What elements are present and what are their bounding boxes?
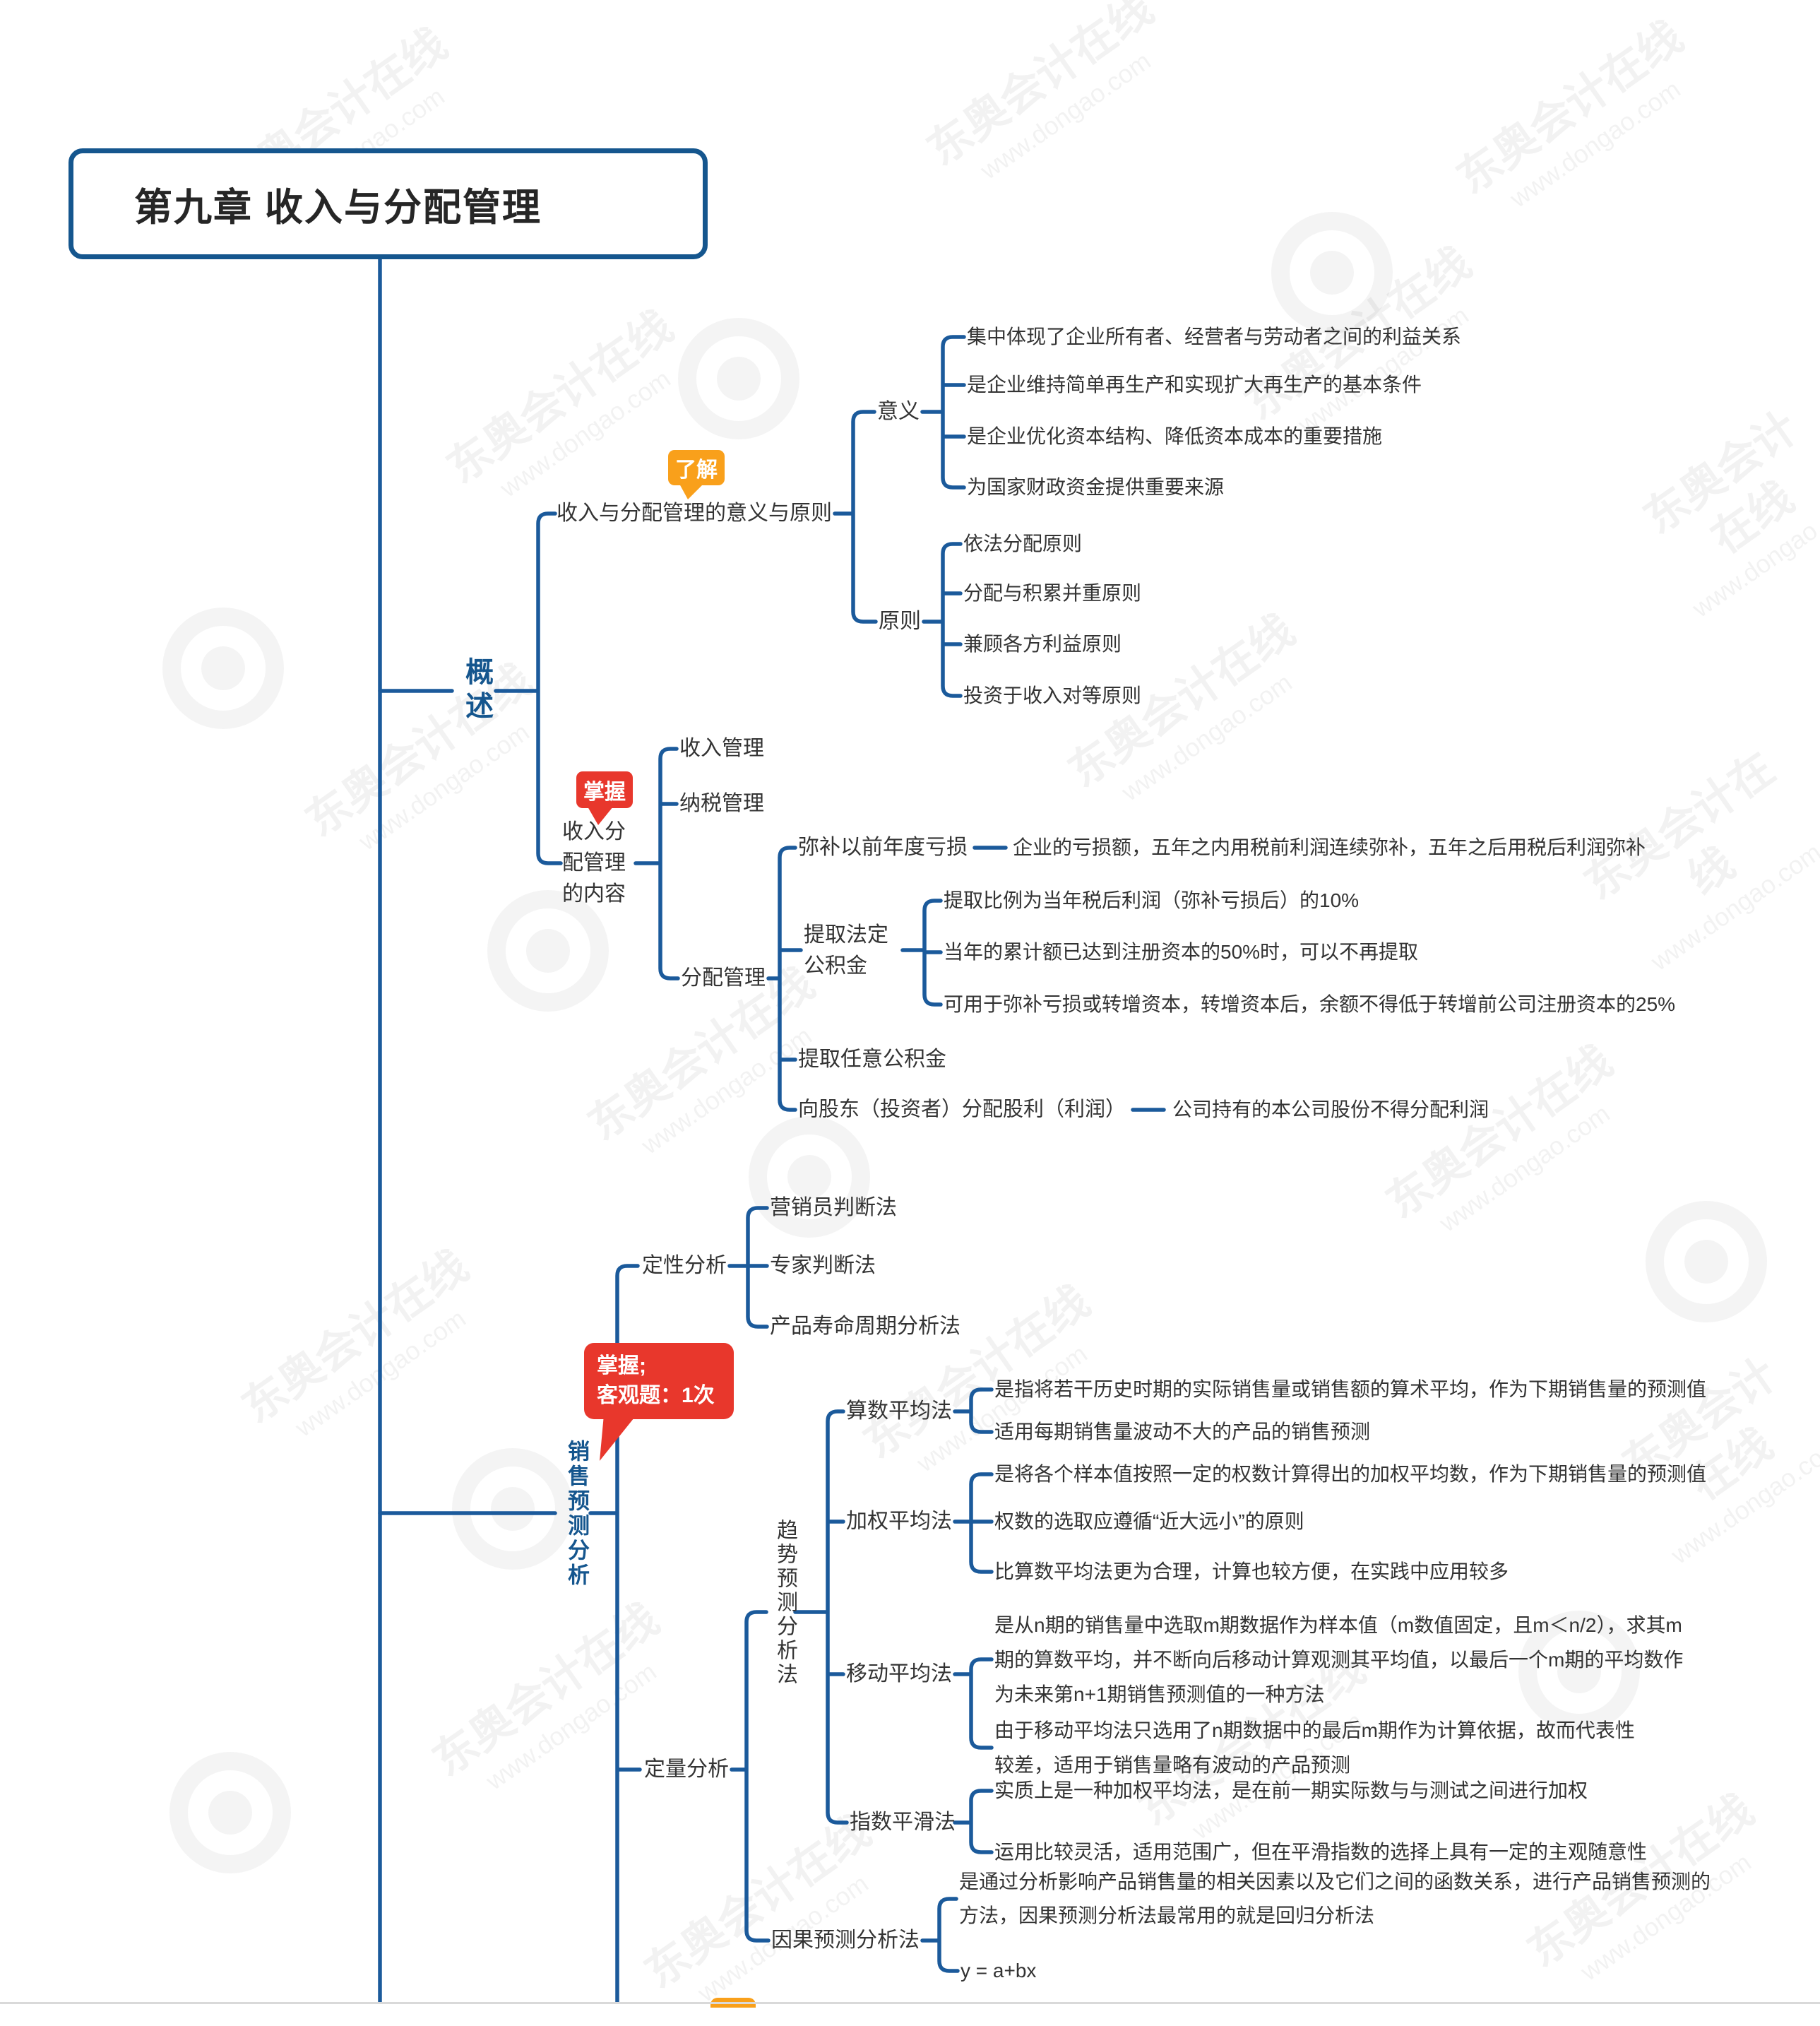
page-edge bbox=[0, 2002, 1820, 2004]
badge-sales-line2: 客观题：1次 bbox=[597, 1384, 715, 1407]
node-arithmetic-avg[interactable]: 算数平均法 bbox=[846, 1399, 952, 1423]
leaf-smoothing-1: 实质上是一种加权平均法，是在前一期实际数与与测试之间进行加权 bbox=[994, 1779, 1588, 1802]
leaf-meaning-4: 为国家财政资金提供重要来源 bbox=[967, 476, 1225, 499]
node-weighted-avg[interactable]: 加权平均法 bbox=[846, 1510, 952, 1533]
node-trend-analysis[interactable]: 趋势预测分析法 bbox=[773, 1519, 797, 1687]
branch-sales-forecast[interactable]: 销售预测分析 bbox=[564, 1440, 589, 1588]
leaf-qualitative-2: 专家判断法 bbox=[770, 1254, 876, 1277]
leaf-statutory-1: 提取比例为当年税后利润（弥补亏损后）的10% bbox=[944, 889, 1360, 912]
connector-smoothing-bracket bbox=[953, 1789, 994, 1854]
node-tax-mgmt[interactable]: 纳税管理 bbox=[679, 792, 764, 815]
chapter-title-box: 第九章 收入与分配管理 bbox=[69, 148, 708, 259]
leaf-principle-3: 兼顾各方利益原则 bbox=[963, 633, 1122, 656]
connector-content-bracket bbox=[634, 747, 680, 981]
badge-zhangwo: 掌握 bbox=[576, 771, 633, 808]
node-statutory-reserve[interactable]: 提取法定公积金 bbox=[804, 923, 888, 978]
connector-arithmetic-bracket bbox=[953, 1387, 994, 1434]
connector-overview-bracket bbox=[494, 511, 563, 865]
leaf-smoothing-2: 运用比较灵活，适用范围广，但在平滑指数的选择上具有一定的主观随意性 bbox=[994, 1841, 1648, 1864]
badge-sales-line1: 掌握; bbox=[597, 1354, 646, 1378]
leaf-principle-1: 依法分配原则 bbox=[963, 533, 1083, 555]
connector-meaning-items bbox=[920, 335, 966, 490]
connector-causal-bracket bbox=[920, 1897, 960, 1973]
node-content[interactable]: 收入分配管理的内容 bbox=[562, 820, 626, 906]
node-principle[interactable]: 原则 bbox=[879, 610, 921, 633]
leaf-statutory-2: 当年的累计额已达到注册资本的50%时，可以不再提取 bbox=[944, 941, 1419, 964]
leaf-meaning-2: 是企业维持简单再生产和实现扩大再生产的基本条件 bbox=[967, 374, 1422, 396]
badge-sales: 掌握; 客观题：1次 bbox=[584, 1343, 734, 1419]
leaf-meaning-1: 集中体现了企业所有者、经营者与劳动者之间的利益关系 bbox=[967, 326, 1462, 348]
connector-weighted-bracket bbox=[953, 1472, 994, 1574]
leaf-arithmetic-1: 是指将若干历史时期的实际销售量或销售额的算术平均，作为下期销售量的预测值 bbox=[994, 1378, 1707, 1401]
badge-liaojie: 了解 bbox=[668, 450, 725, 485]
node-causal-analysis[interactable]: 因果预测分析法 bbox=[771, 1929, 920, 1952]
badge-tail-zhangwo bbox=[588, 807, 613, 825]
leaf-qualitative-1: 营销员判断法 bbox=[770, 1196, 897, 1219]
connector-distribution-bracket bbox=[766, 846, 803, 1112]
leaf-arithmetic-2: 适用每期销售量波动不大的产品的销售预测 bbox=[994, 1421, 1371, 1443]
leaf-statutory-3: 可用于弥补亏损或转增资本，转增资本后，余额不得低于转增前公司注册资本的25% bbox=[944, 993, 1676, 1016]
badge-tail-liaojie bbox=[679, 484, 703, 499]
chapter-title: 第九章 收入与分配管理 bbox=[134, 186, 542, 229]
leaf-weighted-1: 是将各个样本值按照一定的权数计算得出的加权平均数，作为下期销售量的预测值 bbox=[994, 1463, 1707, 1486]
leaf-moving-1: 是从n期的销售量中选取m期数据作为样本值（m数值固定，且m＜n/2），求其m期的… bbox=[994, 1614, 1684, 1705]
connector-principle-items bbox=[922, 542, 963, 698]
leaf-principle-4: 投资于收入对等原则 bbox=[963, 685, 1142, 707]
badge-tail-sales bbox=[600, 1407, 643, 1461]
node-meaning-principle[interactable]: 收入与分配管理的意义与原则 bbox=[557, 502, 832, 525]
leaf-qualitative-3: 产品寿命周期分析法 bbox=[770, 1315, 960, 1338]
node-exp-smoothing[interactable]: 指数平滑法 bbox=[850, 1811, 956, 1834]
leaf-causal-desc: 是通过分析影响产品销售量的相关因素以及它们之间的函数关系，进行产品销售预测的方法… bbox=[959, 1871, 1711, 1926]
node-makeup-loss[interactable]: 弥补以前年度亏损 bbox=[798, 836, 968, 859]
branch-overview[interactable]: 概述 bbox=[461, 657, 492, 725]
node-moving-avg[interactable]: 移动平均法 bbox=[846, 1662, 952, 1686]
leaf-dividend-desc: 公司持有的本公司股份不得分配利润 bbox=[1172, 1098, 1489, 1121]
node-meaning[interactable]: 意义 bbox=[877, 400, 920, 423]
node-income-mgmt[interactable]: 收入管理 bbox=[679, 737, 764, 760]
leaf-weighted-2: 权数的选取应遵循“近大远小”的原则 bbox=[994, 1510, 1304, 1533]
connector-sales-bracket bbox=[588, 1264, 642, 2004]
leaf-makeup-loss-desc: 企业的亏损额，五年之内用税前利润连续弥补，五年之后用税后利润弥补 bbox=[1013, 836, 1646, 859]
connector-meaning-principle-bracket bbox=[833, 410, 878, 624]
connector-statutory-bracket bbox=[900, 899, 943, 1007]
leaf-principle-2: 分配与积累并重原则 bbox=[963, 582, 1142, 605]
leaf-causal-formula: y = a+bx bbox=[960, 1960, 1037, 1982]
node-discretionary-reserve[interactable]: 提取任意公积金 bbox=[798, 1048, 946, 1071]
node-distribution-mgmt[interactable]: 分配管理 bbox=[681, 966, 766, 990]
leaf-weighted-3: 比算数平均法更为合理，计算也较方便，在实践中应用较多 bbox=[994, 1560, 1509, 1583]
node-dividend[interactable]: 向股东（投资者）分配股利（利润） bbox=[798, 1098, 1126, 1121]
connector-moving-bracket bbox=[953, 1657, 994, 1750]
connector-quantitative-bracket bbox=[730, 1610, 771, 1943]
connector-qualitative-bracket bbox=[727, 1206, 769, 1329]
node-quantitative[interactable]: 定量分析 bbox=[644, 1758, 729, 1781]
leaf-moving-2: 由于移动平均法只选用了n期数据中的最后m期作为计算依据，故而代表性较差，适用于销… bbox=[994, 1719, 1635, 1776]
connector-trend-bracket bbox=[793, 1409, 849, 1825]
leaf-meaning-3: 是企业优化资本结构、降低资本成本的重要措施 bbox=[967, 425, 1383, 448]
node-qualitative[interactable]: 定性分析 bbox=[642, 1254, 727, 1277]
